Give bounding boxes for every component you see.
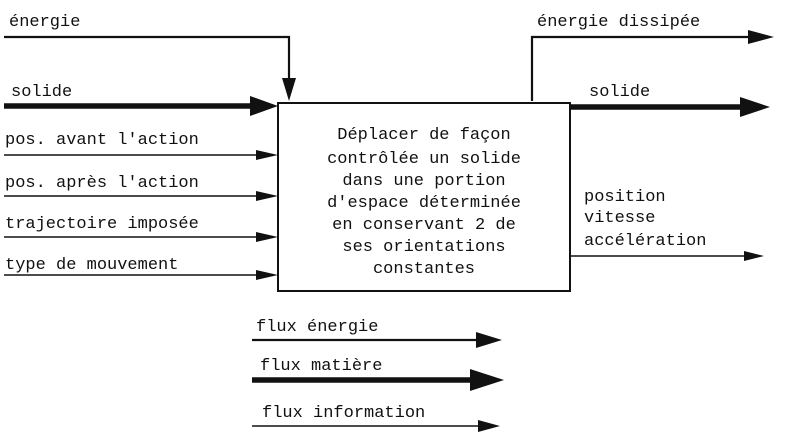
input-solide-label: solide — [11, 83, 72, 102]
output-position-label: position — [584, 188, 666, 207]
output-solide-label: solide — [589, 83, 650, 102]
input-solide-arrowhead — [250, 96, 278, 116]
output-vitesse-label: vitesse — [584, 209, 655, 228]
input-trajectoire-arrowhead — [256, 232, 278, 242]
input-trajectoire: trajectoire imposée — [4, 215, 278, 242]
output-solide-arrowhead — [740, 97, 770, 117]
input-pos-apres-label: pos. après l'action — [5, 174, 199, 193]
box-line-2: contrôlée un solide — [327, 150, 521, 169]
box-line-5: en conservant 2 de — [332, 216, 516, 235]
input-type-mouvement: type de mouvement — [4, 256, 278, 280]
legend-flux-matiere-label: flux matière — [260, 357, 382, 376]
box-line-6: ses orientations — [342, 238, 505, 257]
output-energie-dissipee-wire — [530, 35, 750, 101]
output-solide: solide — [571, 83, 770, 117]
box-line-3: dans une portion — [342, 172, 505, 191]
output-position-arrowhead — [744, 251, 764, 261]
input-energie-label: énergie — [9, 13, 80, 32]
function-box — [277, 102, 571, 292]
input-energie: énergie — [4, 13, 296, 101]
input-energie-arrowhead — [282, 78, 296, 101]
legend-flux-energie-label: flux énergie — [256, 318, 378, 337]
box-line-1: Déplacer de façon — [337, 126, 510, 145]
legend: flux énergie flux matière flux informati… — [252, 318, 504, 432]
input-pos-apres-arrowhead — [256, 191, 278, 201]
output-energie-dissipee: énergie dissipée — [530, 13, 774, 101]
input-type-mouvement-label: type de mouvement — [5, 256, 178, 275]
box-line-7: constantes — [373, 260, 475, 279]
legend-flux-matiere-arrowhead — [470, 369, 504, 391]
legend-flux-information-label: flux information — [262, 404, 425, 423]
output-acceleration-label: accélération — [584, 232, 706, 251]
input-type-mouvement-arrowhead — [256, 270, 278, 280]
output-energie-dissipee-arrowhead — [748, 30, 774, 44]
input-pos-avant: pos. avant l'action — [4, 131, 278, 160]
box-line-4: d'espace déterminée — [327, 194, 521, 213]
input-pos-avant-arrowhead — [256, 150, 278, 160]
legend-flux-matiere: flux matière — [252, 357, 504, 391]
input-pos-apres: pos. après l'action — [4, 174, 278, 201]
legend-flux-energie: flux énergie — [252, 318, 502, 348]
legend-flux-information-arrowhead — [478, 420, 500, 432]
input-trajectoire-label: trajectoire imposée — [5, 215, 199, 234]
input-solide: solide — [4, 83, 278, 116]
legend-flux-energie-arrowhead — [476, 332, 502, 348]
output-position: position vitesse accélération — [571, 188, 764, 261]
input-energie-wire — [4, 35, 291, 78]
legend-flux-information: flux information — [252, 404, 500, 432]
input-pos-avant-label: pos. avant l'action — [5, 131, 199, 150]
output-energie-dissipee-label: énergie dissipée — [537, 13, 700, 32]
function-box-text: Déplacer de façon contrôlée un solide da… — [327, 126, 521, 279]
